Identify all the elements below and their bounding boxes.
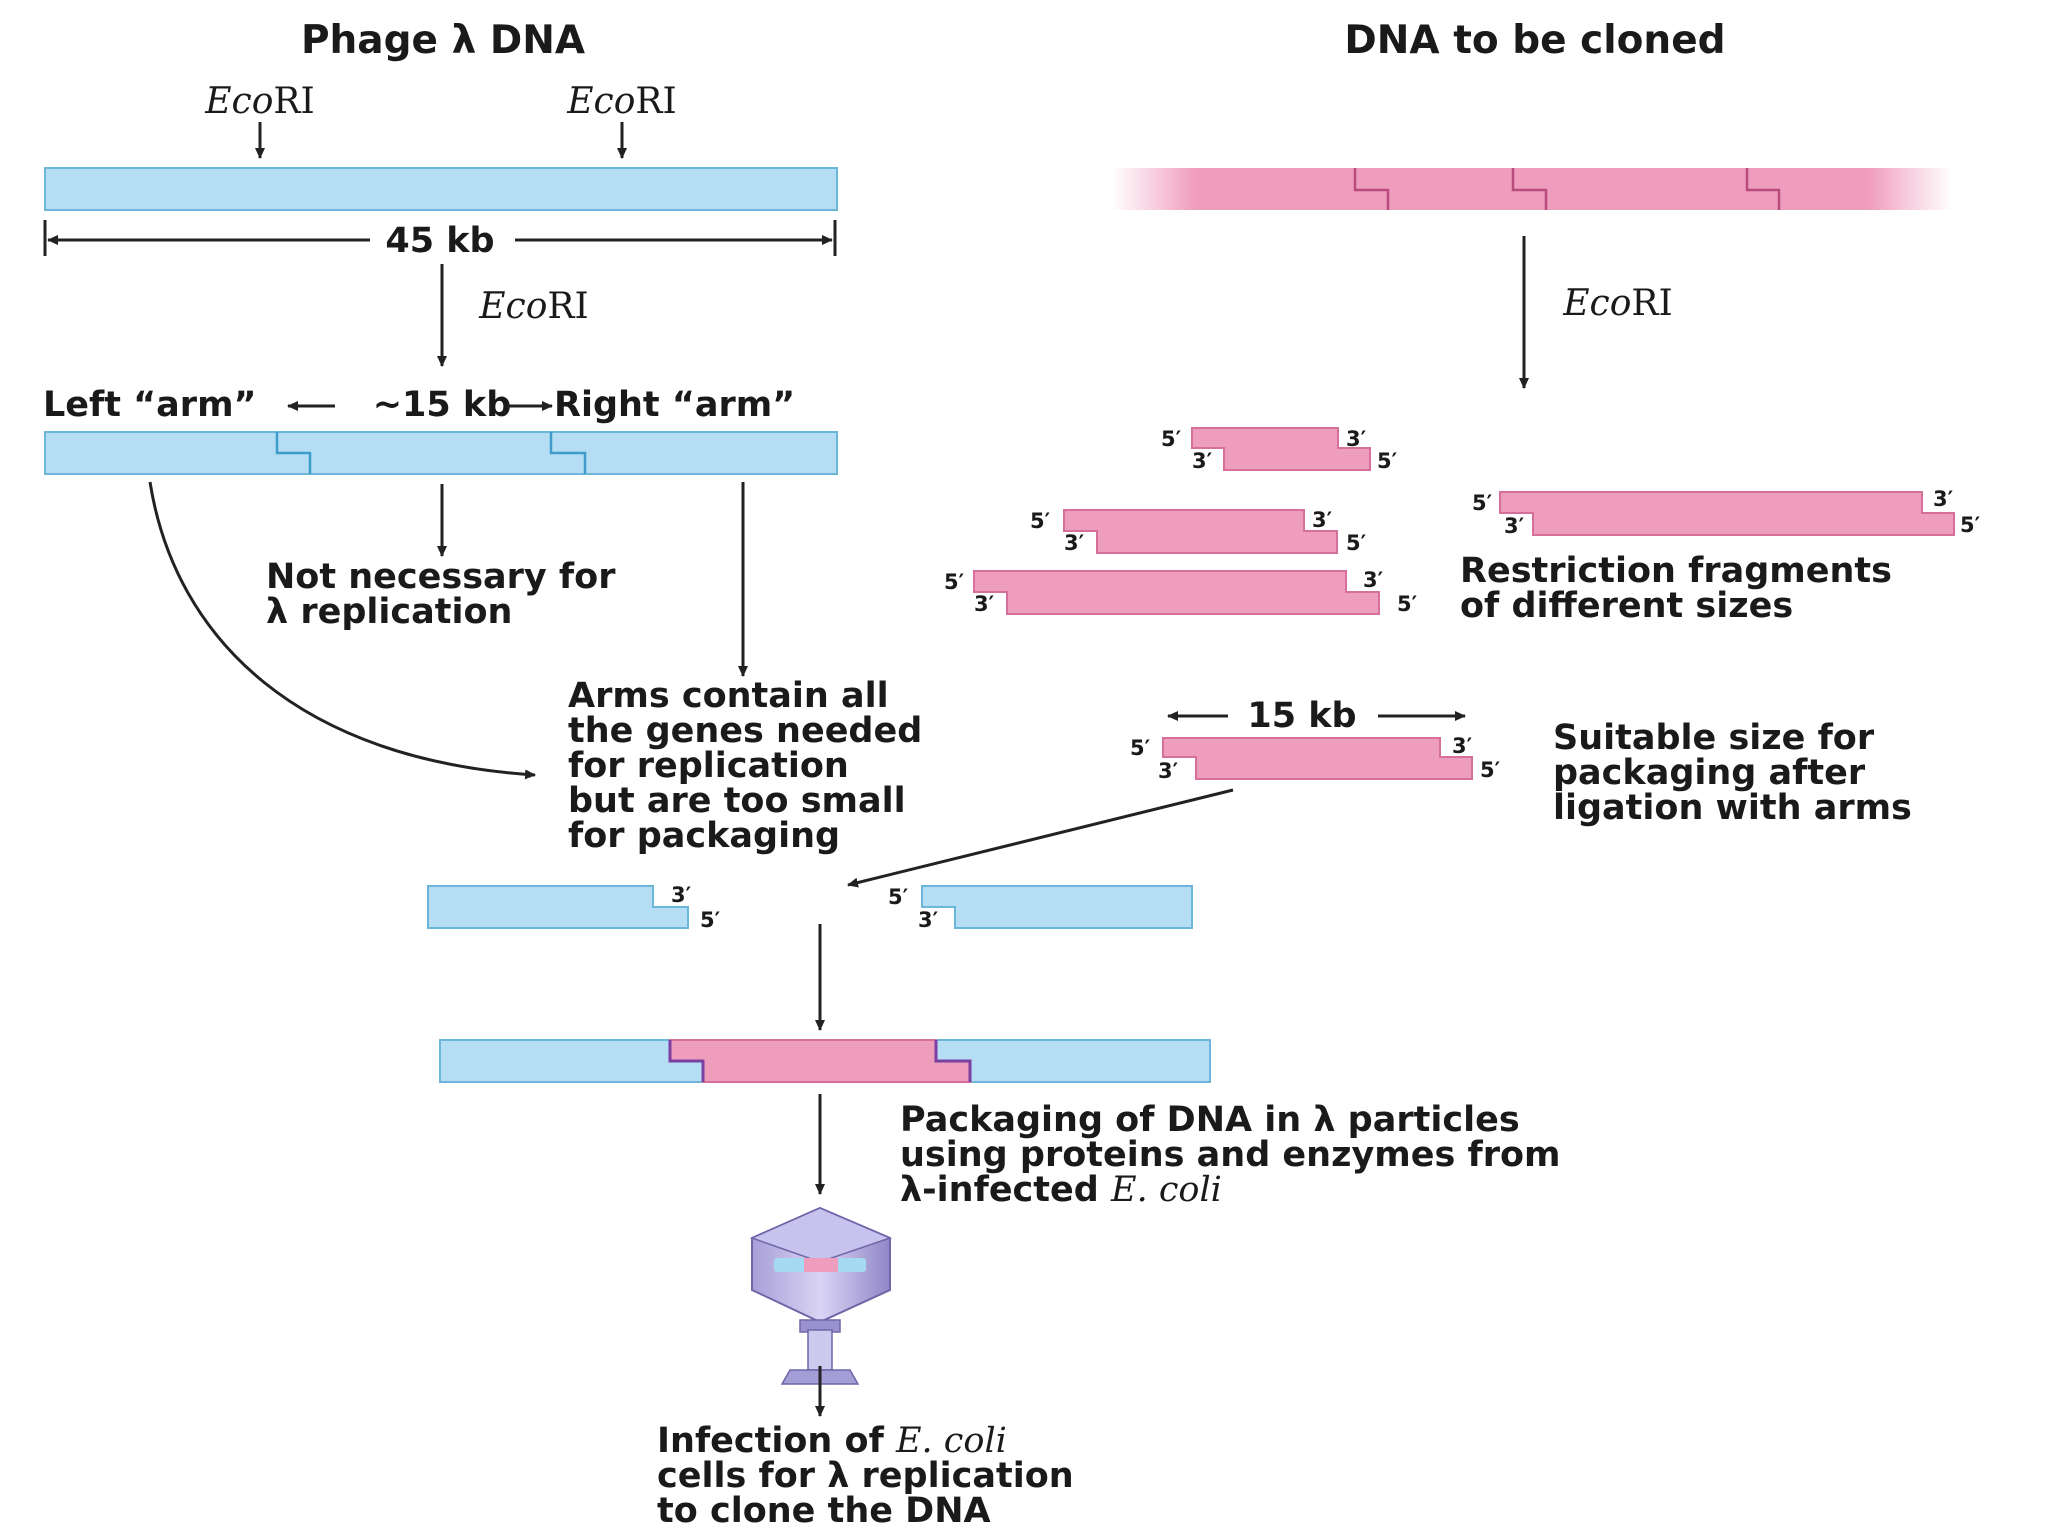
svg-text:3′: 3′ bbox=[974, 592, 995, 616]
svg-text:3′: 3′ bbox=[1504, 514, 1525, 538]
svg-text:5′: 5′ bbox=[1397, 592, 1418, 616]
length-45kb-dimension: 45 kb bbox=[43, 220, 837, 261]
arms-text-line1: Arms contain all bbox=[568, 676, 889, 716]
left-arm-fragment: 3′ 5′ bbox=[427, 883, 721, 932]
ecori-site-label-left: EcoRI bbox=[204, 81, 314, 122]
ecori-digest-label-phage: EcoRI bbox=[478, 286, 588, 327]
ecori-digest-label-foreign: EcoRI bbox=[1562, 283, 1672, 324]
fragments-text-line1: Restriction fragments bbox=[1460, 551, 1892, 591]
svg-text:5′: 5′ bbox=[1472, 491, 1493, 515]
svg-text:3′: 3′ bbox=[1452, 734, 1473, 758]
packaging-text-line3: λ-infected E. coli bbox=[900, 1170, 1222, 1210]
packaging-text-line1: Packaging of DNA in λ particles bbox=[900, 1100, 1520, 1140]
middle-15kb-label: ~15 kb bbox=[373, 385, 512, 425]
svg-text:3′: 3′ bbox=[1346, 427, 1367, 451]
svg-text:5′: 5′ bbox=[1377, 449, 1398, 473]
svg-text:5′: 5′ bbox=[944, 570, 965, 594]
suitable-text-line1: Suitable size for bbox=[1553, 718, 1875, 758]
restriction-fragment: 5′ 3′ 3′ 5′ bbox=[1030, 508, 1367, 555]
svg-text:EcoRI: EcoRI bbox=[478, 286, 588, 327]
restriction-fragment: 5′ 3′ 3′ 5′ bbox=[1161, 427, 1398, 473]
ecori-site-label-right: EcoRI bbox=[566, 81, 676, 122]
insert-15kb-dimension: 15 kb bbox=[1167, 696, 1466, 736]
svg-text:5′: 5′ bbox=[1960, 513, 1981, 537]
insert-fragment-15kb: 5′ 3′ 3′ 5′ bbox=[1130, 734, 1501, 783]
svg-text:5′: 5′ bbox=[888, 885, 909, 909]
not-necessary-line1: Not necessary for bbox=[266, 557, 616, 597]
phage-dna-cut-strand bbox=[44, 431, 838, 475]
fragments-text-line2: of different sizes bbox=[1460, 586, 1793, 626]
svg-text:EcoRI: EcoRI bbox=[204, 81, 314, 122]
insert-to-arms-arrow bbox=[847, 788, 1234, 888]
packaging-text-line2: using proteins and enzymes from bbox=[900, 1135, 1561, 1175]
svg-text:5′: 5′ bbox=[1161, 427, 1182, 451]
right-arm-label: Right “arm” bbox=[554, 385, 795, 425]
not-necessary-line2: λ replication bbox=[266, 592, 512, 632]
svg-text:5′: 5′ bbox=[700, 908, 721, 932]
svg-text:3′: 3′ bbox=[1192, 449, 1213, 473]
arms-text-line5: for packaging bbox=[568, 816, 840, 856]
svg-text:3′: 3′ bbox=[1363, 568, 1384, 592]
arms-text-line4: but are too small bbox=[568, 781, 906, 821]
foreign-cut-site-1 bbox=[1353, 168, 1390, 210]
phage-dna-title: Phage λ DNA bbox=[301, 18, 585, 63]
arms-text-line3: for replication bbox=[568, 746, 849, 786]
left-arm-label: Left “arm” bbox=[43, 385, 257, 425]
arms-text-line2: the genes needed bbox=[568, 711, 922, 751]
phage-particle-icon bbox=[749, 1206, 893, 1385]
foreign-cut-site-3 bbox=[1745, 168, 1781, 210]
infection-text-line1: Infection of E. coli bbox=[657, 1421, 1007, 1461]
length-45kb-label: 45 kb bbox=[385, 221, 494, 261]
infection-text-line3: to clone the DNA bbox=[657, 1491, 991, 1531]
svg-text:3′: 3′ bbox=[671, 883, 692, 907]
insert-15kb-label: 15 kb bbox=[1247, 696, 1356, 736]
svg-text:3′: 3′ bbox=[1158, 759, 1179, 783]
suitable-text-line3: ligation with arms bbox=[1553, 788, 1912, 828]
cut-site-left bbox=[275, 432, 312, 474]
right-arm-fragment: 5′ 3′ bbox=[888, 885, 1193, 932]
svg-text:3′: 3′ bbox=[918, 908, 939, 932]
left-arm-arrow bbox=[148, 481, 536, 780]
svg-text:5′: 5′ bbox=[1130, 736, 1151, 760]
infection-text-line2: cells for λ replication bbox=[657, 1456, 1074, 1496]
phage-dna-strand bbox=[44, 167, 838, 211]
restriction-fragment: 5′ 3′ 3′ 5′ bbox=[944, 568, 1418, 616]
svg-text:EcoRI: EcoRI bbox=[1562, 283, 1672, 324]
svg-text:EcoRI: EcoRI bbox=[566, 81, 676, 122]
svg-text:5′: 5′ bbox=[1346, 531, 1367, 555]
clone-dna-title: DNA to be cloned bbox=[1344, 18, 1725, 63]
restriction-fragment: 5′ 3′ 3′ 5′ bbox=[1472, 487, 1981, 538]
svg-text:5′: 5′ bbox=[1480, 758, 1501, 782]
foreign-cut-site-2 bbox=[1511, 168, 1548, 210]
svg-text:3′: 3′ bbox=[1933, 487, 1954, 511]
svg-text:3′: 3′ bbox=[1312, 508, 1333, 532]
cut-site-right bbox=[549, 432, 587, 474]
svg-text:3′: 3′ bbox=[1064, 531, 1085, 555]
svg-text:5′: 5′ bbox=[1030, 509, 1051, 533]
suitable-text-line2: packaging after bbox=[1553, 753, 1866, 793]
recombinant-dna bbox=[439, 1039, 1211, 1083]
